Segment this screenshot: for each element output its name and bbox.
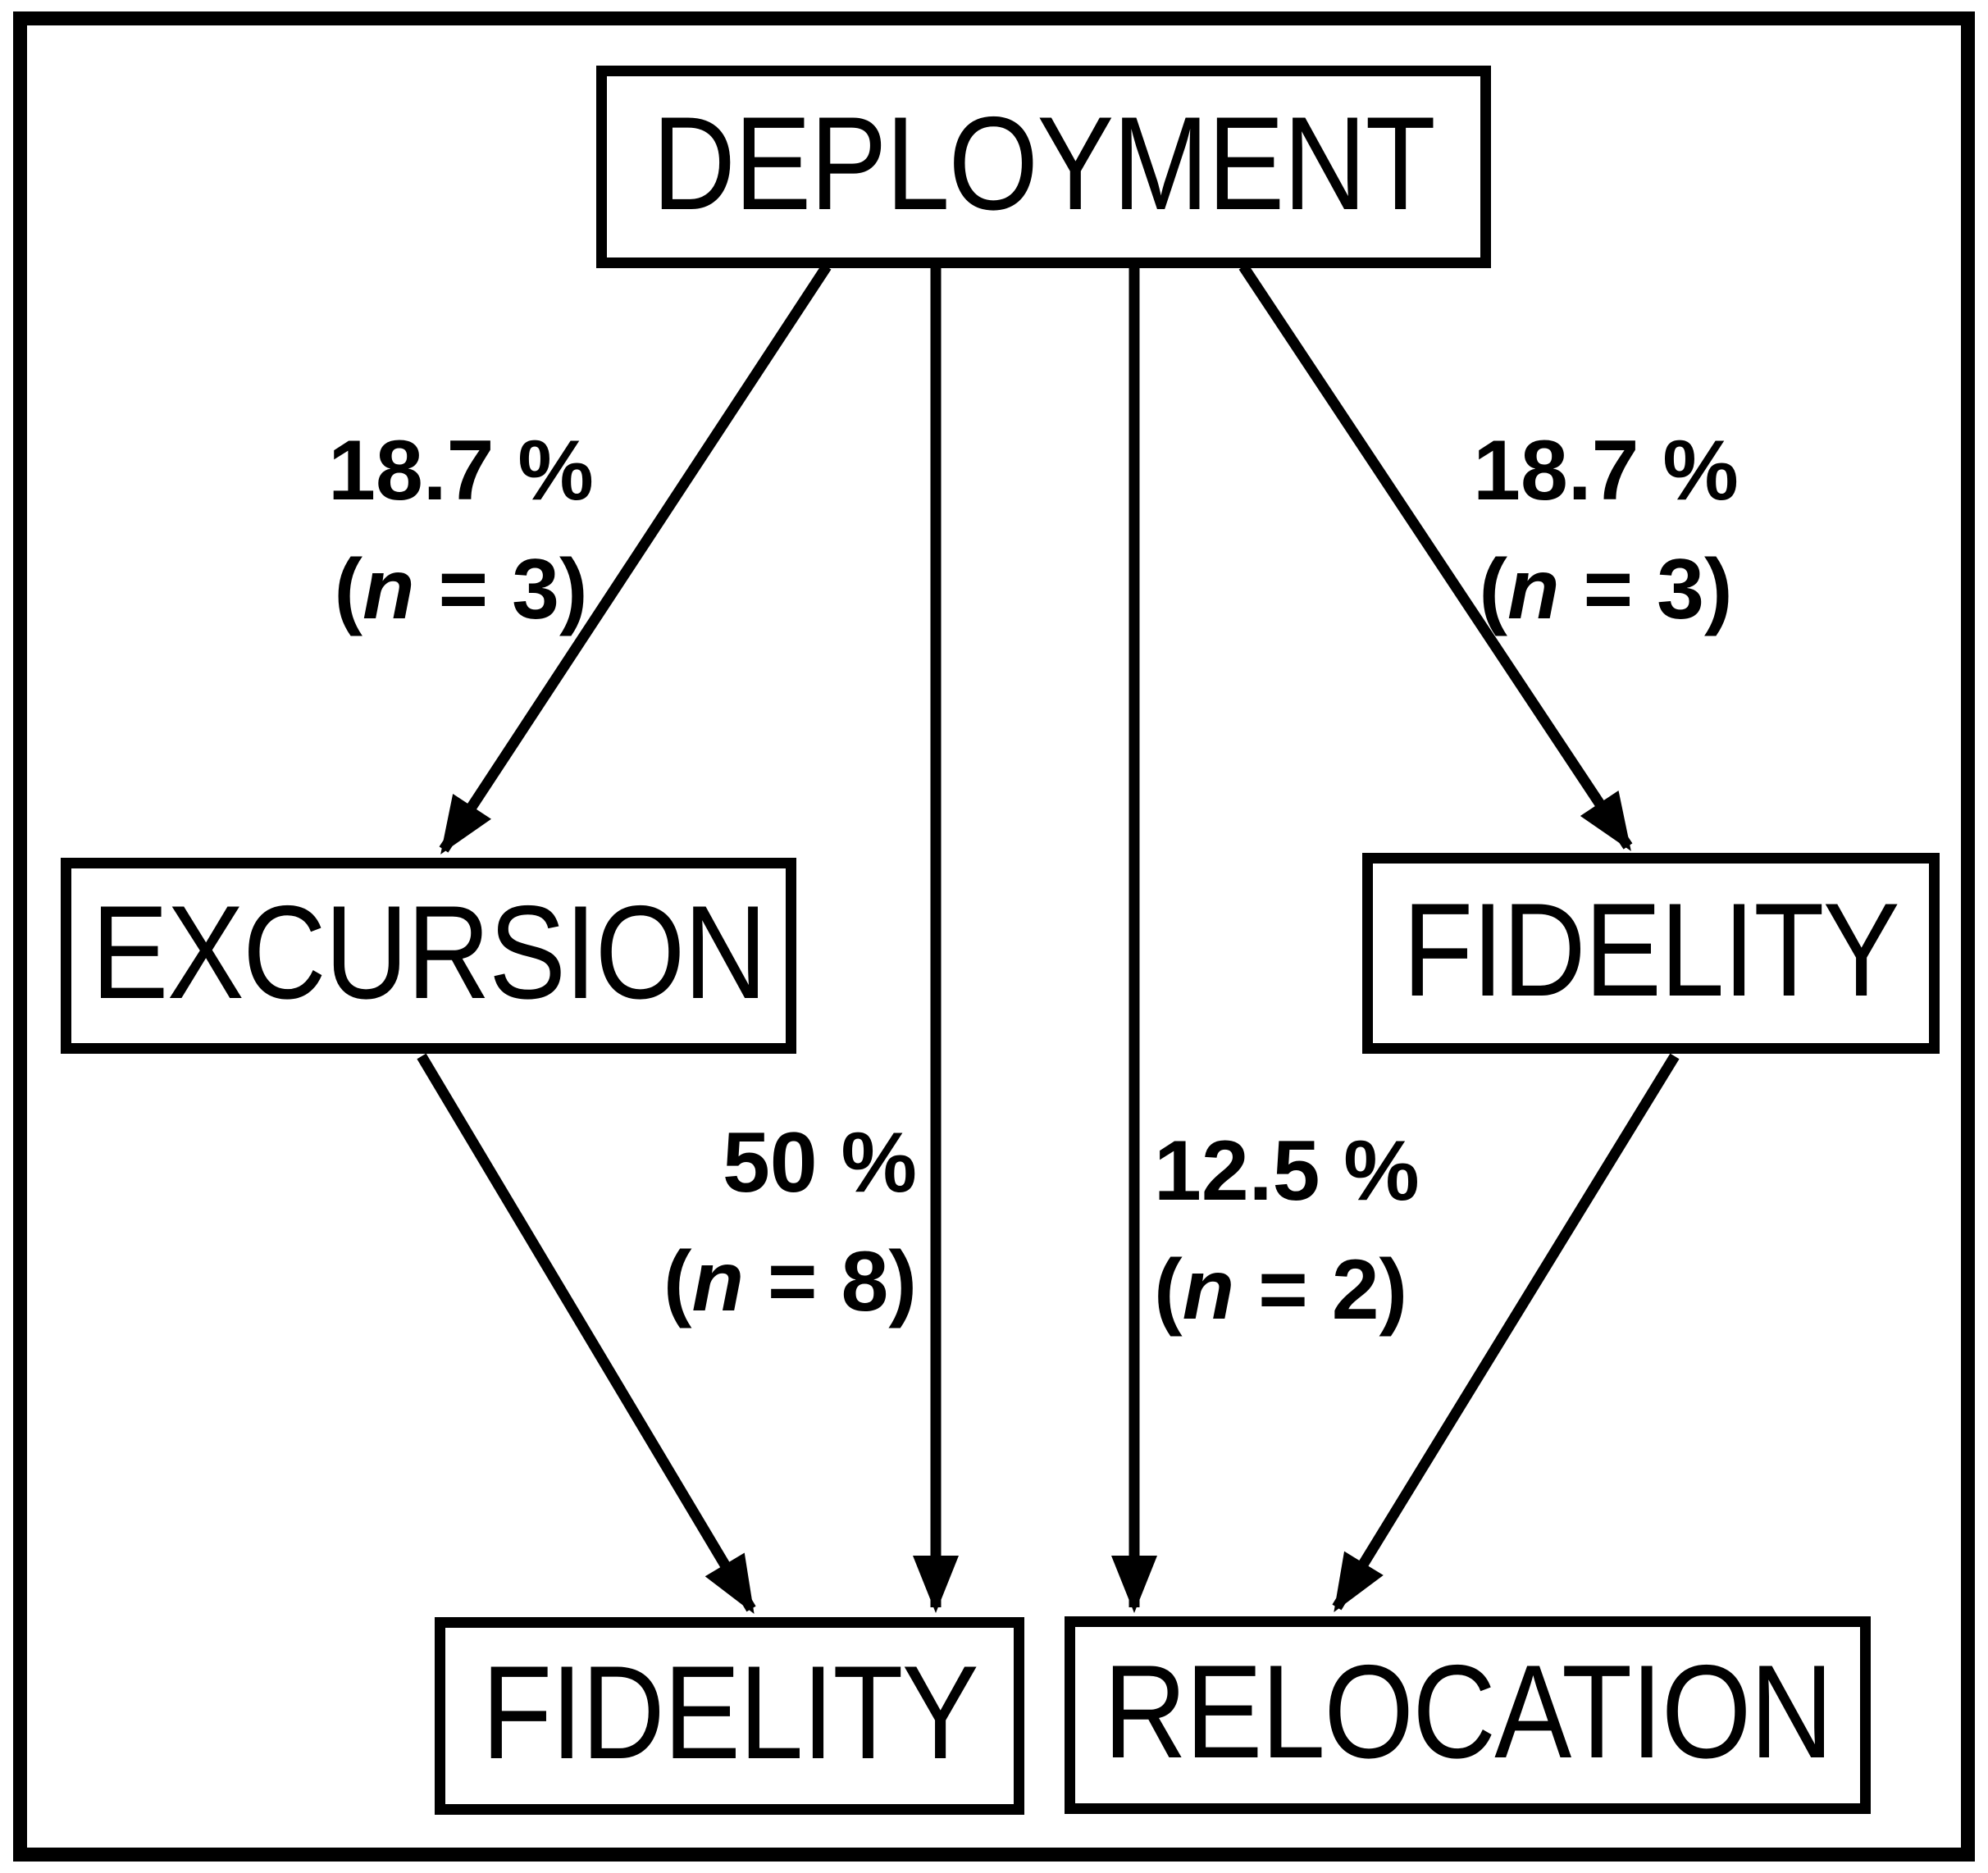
edge-label-n: (n = 2) [1154, 1231, 1597, 1350]
node-deployment-label: DEPLOYMENT [652, 89, 1436, 238]
edge-label-deployment-fidelity-bottom: 50 % (n = 8) [490, 1104, 917, 1342]
edge-label-deployment-fidelity: 18.7 % (n = 3) [1401, 412, 1811, 649]
edge-label-n: (n = 3) [1401, 531, 1811, 649]
node-excursion-label: EXCURSION [91, 877, 767, 1027]
edge-label-n: (n = 8) [490, 1223, 917, 1342]
equals-sign: = [743, 1234, 841, 1329]
equals-sign: = [1559, 542, 1657, 637]
edge-label-deployment-excursion: 18.7 % (n = 3) [256, 412, 666, 649]
paren-close: ) [1703, 542, 1733, 637]
n-value: 8 [841, 1234, 889, 1329]
n-value: 3 [512, 542, 559, 637]
paren-open: ( [1479, 542, 1508, 637]
node-relocation-label: RELOCATION [1103, 1637, 1833, 1786]
edge-label-pct: 50 % [722, 1115, 917, 1210]
n-variable: n [1507, 542, 1560, 637]
edge-label-pct: 12.5 % [1154, 1123, 1420, 1219]
n-variable: n [1182, 1242, 1235, 1338]
edge-label-deployment-relocation: 12.5 % (n = 2) [1154, 1112, 1597, 1350]
n-value: 2 [1331, 1242, 1379, 1338]
n-variable: n [362, 542, 415, 637]
node-deployment: DEPLOYMENT [596, 66, 1491, 268]
arrow-excursion-to-fidelity-bottom [417, 1053, 756, 1615]
equals-sign: = [414, 542, 513, 637]
n-variable: n [691, 1234, 744, 1329]
node-fidelity-bottom-label: FIDELITY [481, 1638, 978, 1787]
n-value: 3 [1657, 542, 1704, 637]
paren-open: ( [1154, 1242, 1183, 1338]
paren-open: ( [334, 542, 363, 637]
paren-close: ) [888, 1234, 917, 1329]
paren-close: ) [559, 542, 588, 637]
paren-open: ( [663, 1234, 692, 1329]
node-excursion: EXCURSION [61, 858, 796, 1054]
paren-close: ) [1379, 1242, 1408, 1338]
arrow-deployment-to-excursion [439, 263, 832, 854]
edge-label-n: (n = 3) [256, 531, 666, 649]
edge-label-pct: 18.7 % [328, 423, 594, 518]
node-fidelity-mid: FIDELITY [1362, 853, 1940, 1054]
node-fidelity-mid-label: FIDELITY [1402, 875, 1900, 1024]
node-relocation: RELOCATION [1065, 1616, 1871, 1814]
arrow-fidelity-mid-to-relocation [1332, 1053, 1680, 1612]
edge-label-pct: 18.7 % [1473, 423, 1739, 518]
arrow-deployment-to-fidelity-mid [1238, 263, 1633, 851]
equals-sign: = [1234, 1242, 1332, 1338]
node-fidelity-bottom: FIDELITY [435, 1617, 1024, 1815]
